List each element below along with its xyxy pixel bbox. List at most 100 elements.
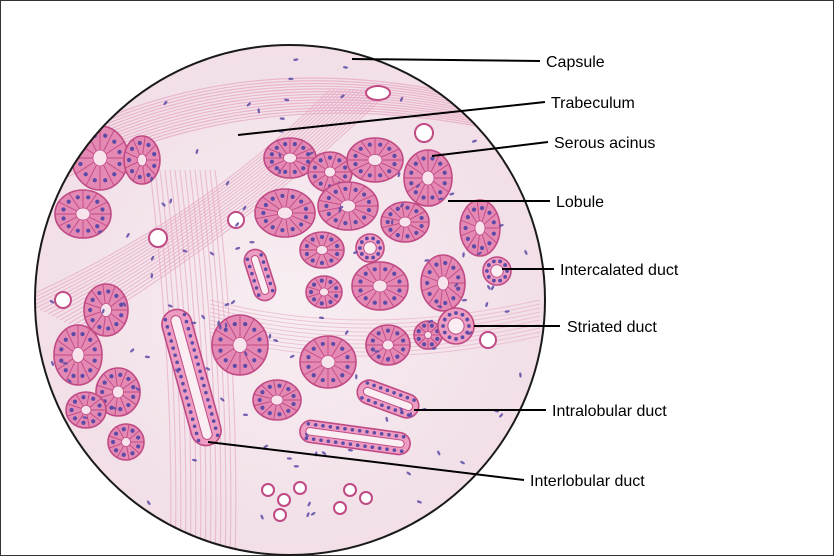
cell-nucleus xyxy=(368,173,372,177)
intercalated-duct-label: Intercalated duct xyxy=(560,262,679,279)
cell-nucleus xyxy=(419,216,423,220)
serous-acinus xyxy=(124,136,160,184)
intercalated-duct xyxy=(483,257,511,285)
cell-nucleus xyxy=(417,337,421,341)
capsule-label: Capsule xyxy=(546,54,605,71)
cell-nucleus xyxy=(59,358,63,362)
cell-nucleus xyxy=(343,427,347,431)
cell-nucleus xyxy=(127,158,131,162)
cell-nucleus xyxy=(443,301,447,305)
cell-nucleus xyxy=(164,318,168,322)
serous-acinus xyxy=(318,182,378,230)
cell-nucleus xyxy=(387,169,391,173)
cell-nucleus xyxy=(189,334,193,338)
cell-nucleus xyxy=(299,222,303,226)
cell-nucleus xyxy=(331,378,335,382)
cell-nucleus xyxy=(328,300,332,304)
cell-nucleus xyxy=(371,445,375,449)
cell-nucleus xyxy=(373,267,377,271)
serous-acinus-label: Serous acinus xyxy=(554,135,655,152)
cell-nucleus xyxy=(86,195,90,199)
cell-nucleus xyxy=(117,150,121,154)
cell-nucleus xyxy=(191,417,195,421)
cell-nucleus xyxy=(118,373,122,377)
acinus-lumen xyxy=(317,246,328,255)
cell-nucleus xyxy=(246,258,250,262)
acinus-lumen xyxy=(321,356,335,369)
cell-nucleus xyxy=(334,286,338,290)
cell-nucleus xyxy=(218,348,222,352)
duct-lumen xyxy=(448,318,464,334)
serous-acinus xyxy=(352,262,408,310)
cell-nucleus xyxy=(395,434,399,438)
cell-nucleus xyxy=(293,170,297,174)
cell-nucleus xyxy=(111,440,115,444)
cell-nucleus xyxy=(372,384,376,388)
cell-nucleus xyxy=(266,275,270,279)
cell-nucleus xyxy=(224,328,228,332)
cell-nucleus xyxy=(291,394,295,398)
cell-nucleus xyxy=(434,299,438,303)
acinus-lumen xyxy=(81,406,91,415)
cell-nucleus xyxy=(360,252,364,256)
cell-nucleus xyxy=(421,195,425,199)
cell-nucleus xyxy=(269,282,273,286)
cell-nucleus xyxy=(86,229,90,233)
cell-nucleus xyxy=(264,267,268,271)
cell-nucleus xyxy=(378,446,382,450)
cell-nucleus xyxy=(312,437,316,441)
cell-nucleus xyxy=(216,433,220,437)
cell-nucleus xyxy=(224,358,228,362)
cell-nucleus xyxy=(464,226,468,230)
cell-nucleus xyxy=(393,448,397,452)
cell-nucleus xyxy=(146,173,150,177)
serous-acinus xyxy=(255,189,315,237)
acinus-lumen xyxy=(113,386,124,398)
cell-nucleus xyxy=(233,364,237,368)
cell-nucleus xyxy=(106,326,110,330)
cell-nucleus xyxy=(454,311,458,315)
cell-nucleus xyxy=(114,432,118,436)
blood-cell xyxy=(278,494,290,506)
cell-nucleus xyxy=(487,211,491,215)
cell-nucleus xyxy=(103,134,107,138)
cell-nucleus xyxy=(430,195,434,199)
cell-nucleus xyxy=(392,162,396,166)
cell-nucleus xyxy=(365,256,369,260)
cell-nucleus xyxy=(396,233,400,237)
cell-nucleus xyxy=(80,332,84,336)
acinus-lumen xyxy=(93,150,107,166)
cell-nucleus xyxy=(341,441,345,445)
cell-nucleus xyxy=(388,212,392,216)
cell-nucleus xyxy=(71,374,75,378)
cell-nucleus xyxy=(387,406,391,410)
cell-nucleus xyxy=(371,256,375,260)
cell-nucleus xyxy=(388,228,392,232)
cell-nucleus xyxy=(130,451,134,455)
cell-nucleus xyxy=(451,296,455,300)
cell-nucleus xyxy=(448,313,452,317)
cell-nucleus xyxy=(202,384,206,388)
cell-nucleus xyxy=(343,174,347,178)
cell-nucleus xyxy=(395,355,399,359)
cell-nucleus xyxy=(271,225,275,229)
cell-nucleus xyxy=(498,279,502,283)
cell-nucleus xyxy=(386,389,390,393)
cell-nucleus xyxy=(337,158,341,162)
cell-nucleus xyxy=(472,208,476,212)
cell-nucleus xyxy=(304,207,308,211)
cell-nucleus xyxy=(392,391,396,395)
cell-nucleus xyxy=(173,353,177,357)
cell-nucleus xyxy=(387,433,391,437)
cell-nucleus xyxy=(377,331,381,335)
cell-nucleus xyxy=(417,329,421,333)
cell-nucleus xyxy=(122,453,126,457)
cell-nucleus xyxy=(187,327,191,331)
cell-nucleus xyxy=(81,395,85,399)
cell-nucleus xyxy=(181,382,185,386)
cell-nucleus xyxy=(373,431,377,435)
cell-nucleus xyxy=(358,288,362,292)
cell-nucleus xyxy=(260,406,264,410)
cell-nucleus xyxy=(304,215,308,219)
cell-nucleus xyxy=(109,374,113,378)
